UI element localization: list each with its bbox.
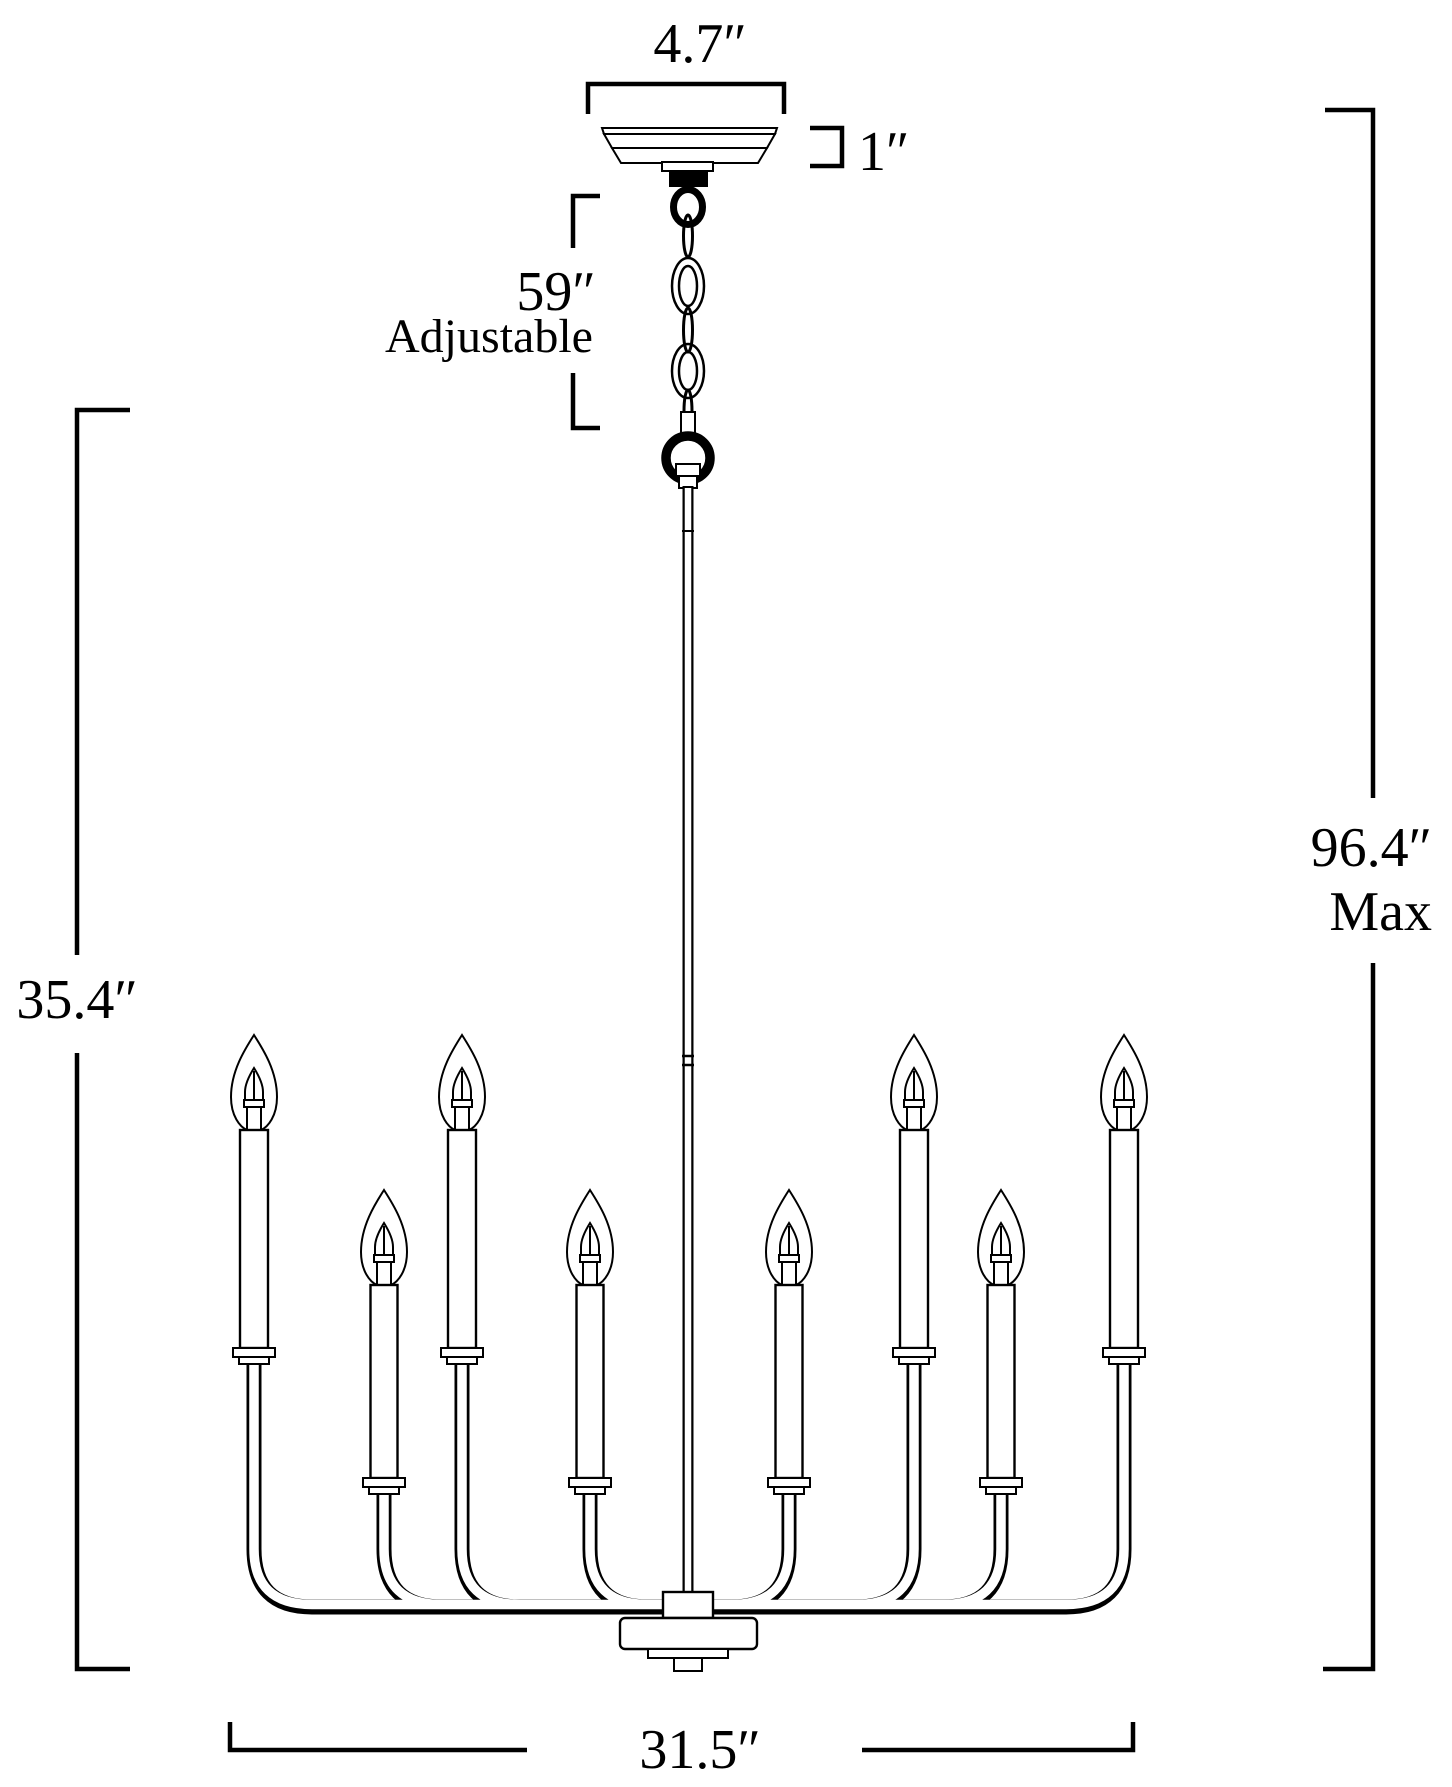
dimension-labels: 4.7″ 1″ 59″ Adjustable 96.4″ Max 35.4″ 3… — [16, 13, 1432, 1781]
candle-3 — [439, 1035, 485, 1364]
fixture-height-label: 35.4″ — [16, 969, 137, 1031]
canopy-socket — [669, 170, 708, 187]
candle-5 — [766, 1190, 812, 1494]
chandelier-arms — [246, 1362, 1132, 1615]
chain-note-label: Adjustable — [385, 310, 593, 363]
canopy-width-bracket — [585, 81, 787, 114]
center-downrod — [682, 486, 694, 1594]
ceiling-canopy — [600, 127, 779, 187]
fixture-width-bracket — [227, 1722, 1136, 1753]
chain-length-bracket — [570, 193, 600, 431]
candle-6 — [891, 1035, 937, 1364]
max-note-label: Max — [1329, 881, 1432, 943]
max-height-label: 96.4″ — [1311, 817, 1432, 879]
fixture-width-label: 31.5″ — [639, 1719, 760, 1781]
candle-7 — [978, 1190, 1024, 1494]
candle-2 — [361, 1190, 407, 1494]
max-height-bracket — [1323, 107, 1376, 1672]
canopy-height-label: 1″ — [858, 121, 909, 183]
hanger-ring — [661, 411, 715, 489]
candle-8 — [1101, 1035, 1147, 1364]
fixture-height-bracket — [74, 407, 130, 1672]
center-hub — [618, 1590, 759, 1672]
hanging-chain — [670, 186, 706, 434]
canopy-width-label: 4.7″ — [653, 13, 746, 75]
chain-length-label: 59″ — [516, 261, 595, 323]
candle-1 — [231, 1035, 277, 1364]
dimension-brackets — [74, 81, 1376, 1753]
canopy-height-bracket — [810, 125, 845, 169]
candle-4 — [567, 1190, 613, 1494]
